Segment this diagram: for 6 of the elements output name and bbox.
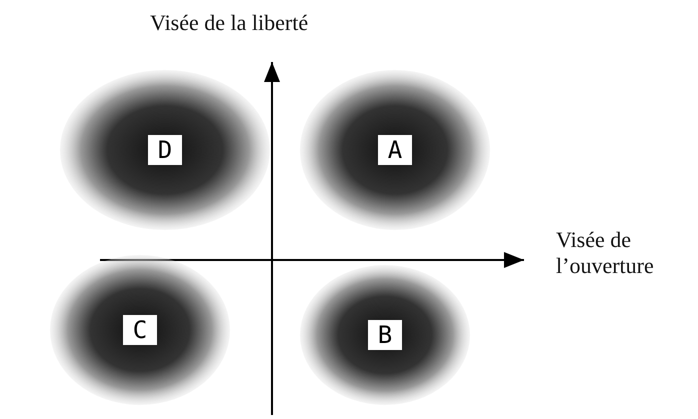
- quadrant-letter: B: [368, 320, 402, 350]
- axis-label: Visée de la liberté: [150, 10, 310, 36]
- quadrant-letter: D: [148, 135, 182, 165]
- quadrant-letter: A: [378, 135, 412, 165]
- axis-label: Visée de l’ouverture: [556, 227, 655, 279]
- quadrant-letter: C: [123, 315, 157, 345]
